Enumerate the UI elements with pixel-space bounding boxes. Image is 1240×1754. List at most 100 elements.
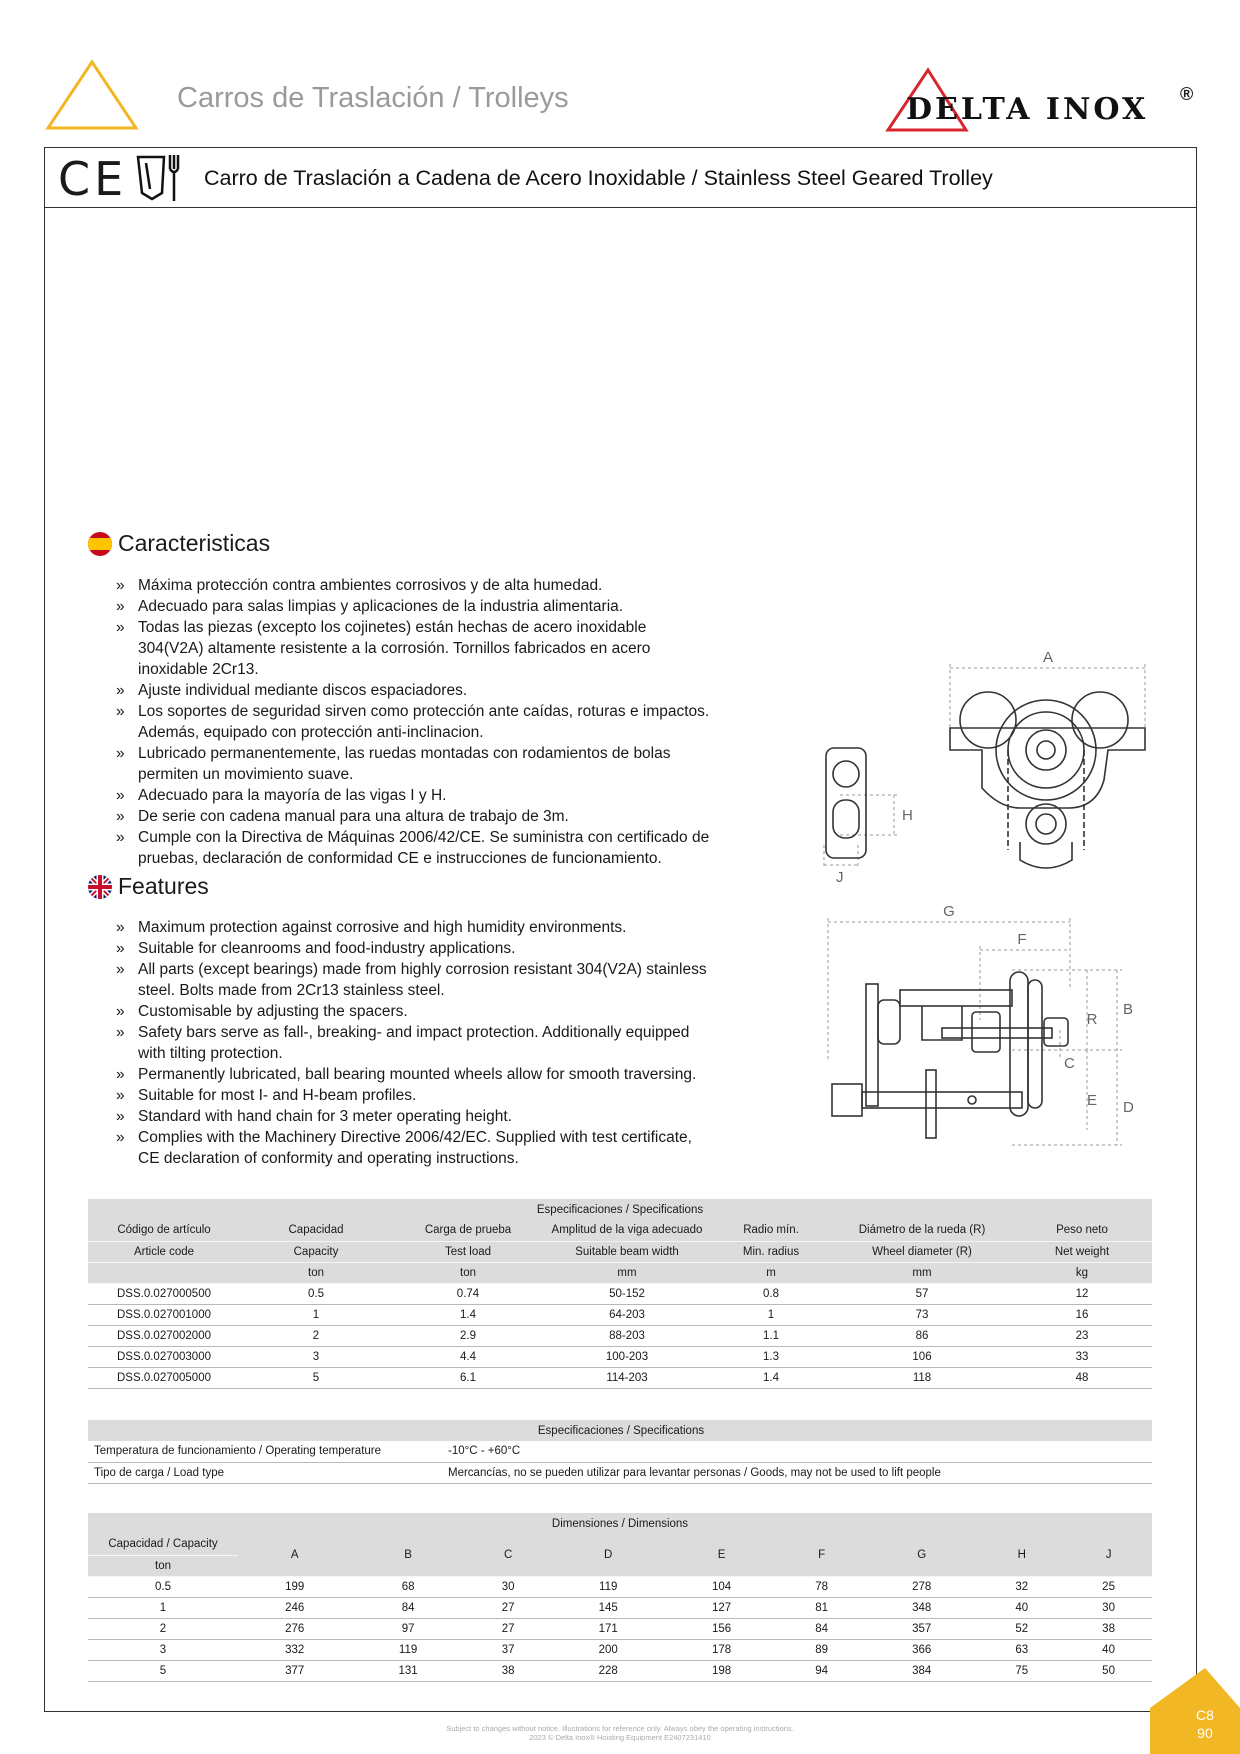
table-cell: 100-203 xyxy=(544,1346,710,1368)
table-cell: 73 xyxy=(832,1304,1012,1326)
brand-logo-triangle-icon xyxy=(885,67,969,132)
list-item: Los soportes de seguridad sirven como pr… xyxy=(116,701,716,743)
table-row: 3 332 119 37 200 178 89 366 63 40 xyxy=(88,1639,1152,1661)
table-cell: 30 xyxy=(1065,1597,1152,1619)
table-cell: 377 xyxy=(238,1660,352,1682)
table-cell: 16 xyxy=(1012,1304,1152,1326)
table-cell: DSS.0.027005000 xyxy=(88,1367,240,1389)
table-row: DSS.0.027005000 5 6.1 114-203 1.4 118 48 xyxy=(88,1367,1152,1389)
header-cell: Amplitud de la viga adecuado xyxy=(544,1220,710,1242)
table-cell: 0.5 xyxy=(88,1576,238,1598)
table-cell: 27 xyxy=(464,1618,552,1640)
front-view-drawing: A H J xyxy=(823,649,1146,886)
table-cell: -10°C - +60°C xyxy=(442,1441,1152,1463)
table-cell: 199 xyxy=(238,1576,352,1598)
list-item: Customisable by adjusting the spacers. xyxy=(116,1001,716,1022)
header-cell: Radio mín. xyxy=(710,1220,832,1242)
page-number-badge: C8 90 xyxy=(1196,1706,1214,1742)
table-cell: 1 xyxy=(88,1597,238,1619)
dim-label-j: J xyxy=(836,869,844,886)
unit-cell: kg xyxy=(1012,1262,1152,1284)
features-en-title: Features xyxy=(118,873,209,899)
dim-label-b: B xyxy=(1123,1001,1133,1018)
table-cell: 3 xyxy=(88,1639,238,1661)
header-cell: Suitable beam width xyxy=(544,1241,710,1263)
table-cell: 25 xyxy=(1065,1576,1152,1598)
unit-cell: ton xyxy=(88,1555,238,1577)
list-item: Maximum protection against corrosive and… xyxy=(116,917,716,938)
table-cell: 384 xyxy=(865,1660,979,1682)
table-cell: 32 xyxy=(978,1576,1066,1598)
registered-mark: ® xyxy=(1180,84,1194,104)
spain-flag-icon xyxy=(88,531,112,556)
table-cell: 2.9 xyxy=(392,1325,544,1347)
table-cell: 1.1 xyxy=(710,1325,832,1347)
side-view-drawing: G F R B C E D xyxy=(827,903,1134,1146)
table-cell: 27 xyxy=(464,1597,552,1619)
unit-cell: mm xyxy=(832,1262,1012,1284)
table-cell: 357 xyxy=(865,1618,979,1640)
header-cell: Article code xyxy=(88,1241,240,1263)
footer-copyright: 2023 © Delta Inox® Hoisting Equipment E2… xyxy=(529,1733,711,1742)
table-cell: 38 xyxy=(1065,1618,1152,1640)
features-es-title: Caracteristicas xyxy=(118,530,271,556)
table-cell: 75 xyxy=(978,1660,1066,1682)
unit-cell: m xyxy=(710,1262,832,1284)
dim-label-e: E xyxy=(1087,1092,1097,1109)
table-cell: 332 xyxy=(238,1639,352,1661)
table-cell: 88-203 xyxy=(544,1325,710,1347)
header-cell: H xyxy=(978,1534,1066,1577)
brand-name: DELTA INOX xyxy=(906,92,1149,127)
dimensions-table: Dimensiones / Dimensions Capacidad / Cap… xyxy=(88,1513,1152,1682)
dim-label-h: H xyxy=(902,807,913,824)
table-header-row: Capacidad / Capacity A B C D E F G H J xyxy=(88,1534,1152,1577)
table-cell: 178 xyxy=(664,1639,779,1661)
table-cell: 64-203 xyxy=(544,1304,710,1326)
header-cell: Diámetro de la rueda (R) xyxy=(832,1220,1012,1242)
list-item: Suitable for cleanrooms and food-industr… xyxy=(116,938,716,959)
page-corner-tab xyxy=(1150,1668,1240,1754)
header-cell: G xyxy=(865,1534,979,1577)
food-safe-icon xyxy=(136,155,180,201)
table-cell: 40 xyxy=(1065,1639,1152,1661)
table-cell: 198 xyxy=(664,1660,779,1682)
table-cell: 1 xyxy=(240,1304,392,1326)
list-item: De serie con cadena manual para una altu… xyxy=(116,806,716,827)
header-cell: Test load xyxy=(392,1241,544,1263)
table-header-row-en: Article code Capacity Test load Suitable… xyxy=(88,1241,1152,1263)
dim-label-d: D xyxy=(1123,1099,1134,1116)
dim-label-c: C xyxy=(1064,1055,1075,1072)
specifications-caption: Especificaciones / Specifications xyxy=(88,1199,1152,1220)
table-row: Temperatura de funcionamiento / Operatin… xyxy=(88,1441,1152,1463)
table-row: DSS.0.027001000 1 1.4 64-203 1 73 16 xyxy=(88,1304,1152,1326)
list-item: Adecuado para la mayoría de las vigas I … xyxy=(116,785,716,806)
page-number: 90 xyxy=(1197,1725,1213,1741)
header-cell: J xyxy=(1065,1534,1152,1577)
table-cell: 30 xyxy=(464,1576,552,1598)
triangle-logo-icon xyxy=(45,59,139,130)
list-item: Cumple con la Directiva de Máquinas 2006… xyxy=(116,827,716,869)
list-item: Permanently lubricated, ball bearing mou… xyxy=(116,1064,716,1085)
list-item: Lubricado permanentemente, las ruedas mo… xyxy=(116,743,716,785)
table-row: 5 377 131 38 228 198 94 384 75 50 xyxy=(88,1660,1152,1682)
table-cell: 246 xyxy=(238,1597,352,1619)
table-cell: Mercancías, no se pueden utilizar para l… xyxy=(442,1462,1152,1484)
table-cell: 40 xyxy=(978,1597,1066,1619)
table-cell: 171 xyxy=(551,1618,665,1640)
table-header-row-es: Código de artículo Capacidad Carga de pr… xyxy=(88,1220,1152,1242)
features-en-list: Maximum protection against corrosive and… xyxy=(116,917,716,1169)
table-cell: 119 xyxy=(351,1639,465,1661)
table-cell: 12 xyxy=(1012,1283,1152,1305)
table-cell: 94 xyxy=(778,1660,866,1682)
corner-code: C8 xyxy=(1196,1707,1214,1723)
table-row: DSS.0.027000500 0.5 0.74 50-152 0.8 57 1… xyxy=(88,1283,1152,1305)
table-cell: 1.4 xyxy=(710,1367,832,1389)
table-units-row: ton ton mm m mm kg xyxy=(88,1262,1152,1284)
table-cell: 276 xyxy=(238,1618,352,1640)
table-row: Tipo de carga / Load type Mercancías, no… xyxy=(88,1462,1152,1484)
table-cell: DSS.0.027000500 xyxy=(88,1283,240,1305)
table-cell: 68 xyxy=(351,1576,465,1598)
table-cell: 0.74 xyxy=(392,1283,544,1305)
list-item: Standard with hand chain for 3 meter ope… xyxy=(116,1106,716,1127)
table-cell: 57 xyxy=(832,1283,1012,1305)
